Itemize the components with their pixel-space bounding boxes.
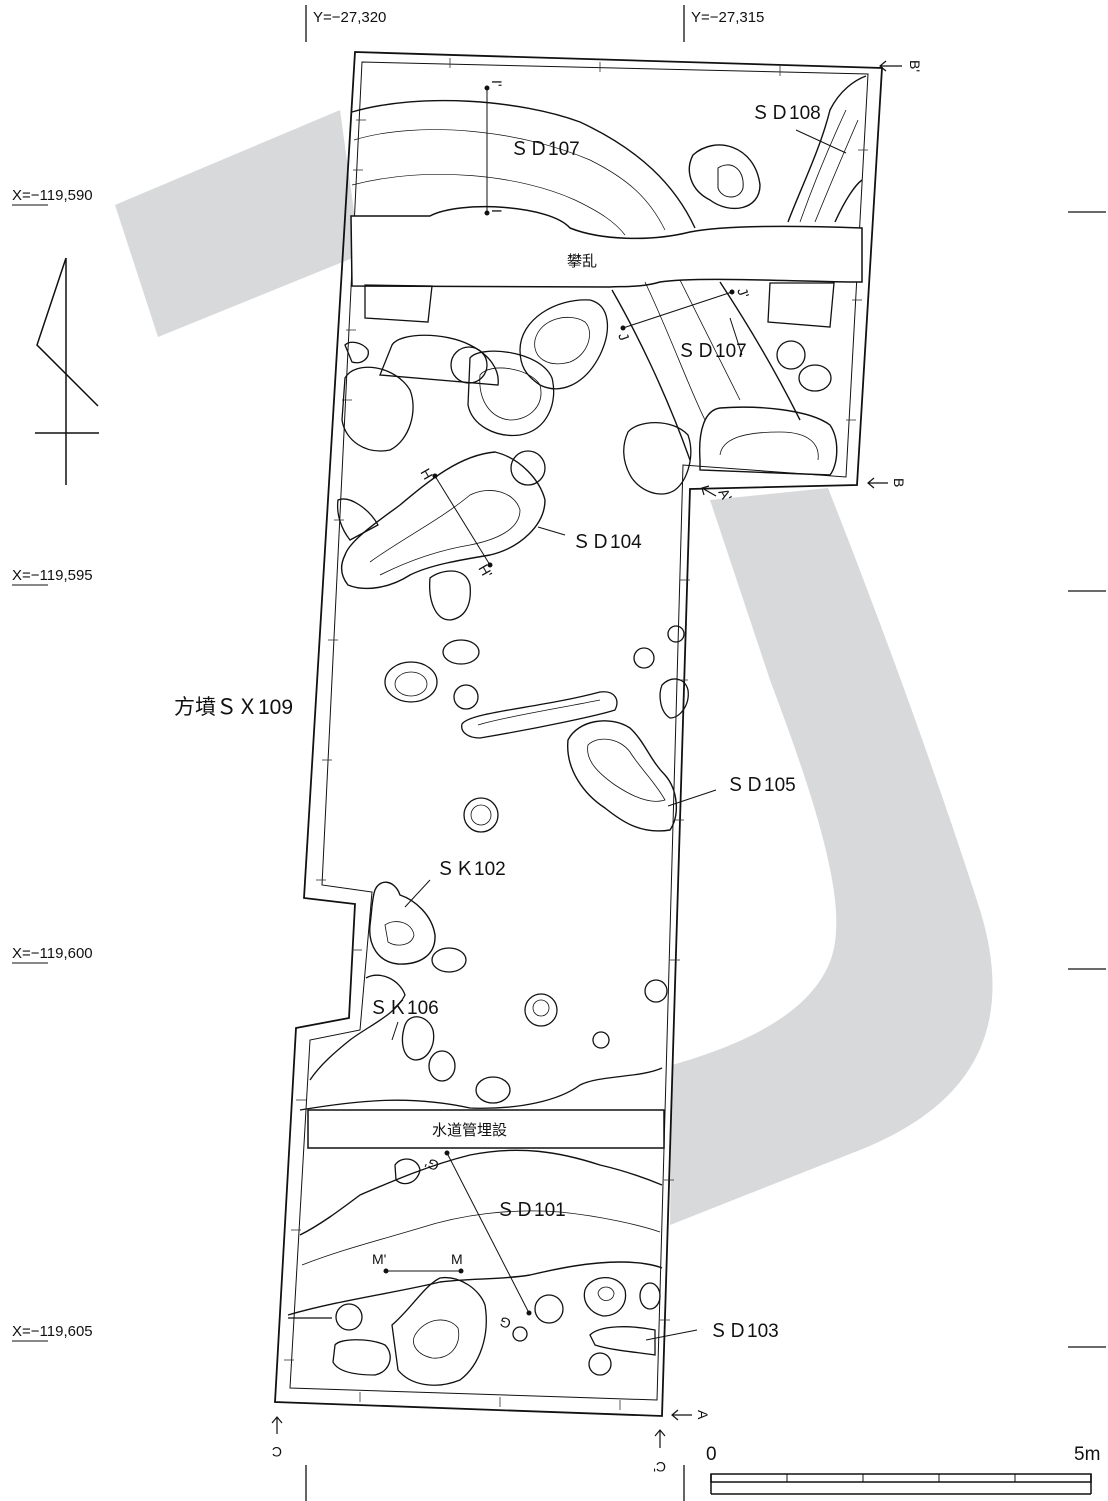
marker-c: C <box>272 1444 282 1460</box>
marker-b-prime: B' <box>907 60 923 72</box>
moat-band-east <box>670 488 993 1225</box>
ditch-sd108 <box>688 75 867 223</box>
pit-blocks-north <box>364 282 835 328</box>
marker-j: J <box>615 331 632 343</box>
section-lines <box>383 85 735 1316</box>
label-sd105: ＳＤ105 <box>726 775 796 796</box>
label-sk102: ＳＫ102 <box>436 859 506 880</box>
x-coord-label-3: X=−119,600 <box>12 945 93 962</box>
label-sd104: ＳＤ104 <box>572 532 642 553</box>
leader-lines <box>391 129 847 1341</box>
ditch-sd101 <box>287 1149 663 1316</box>
label-sd107-north: ＳＤ107 <box>510 139 580 160</box>
y-coord-label-1: Y=−27,320 <box>313 9 386 26</box>
disturbance-kakuran-box <box>350 205 863 288</box>
ditch-sd105 <box>567 720 677 832</box>
pit-sk106 <box>299 974 663 1111</box>
pit-sk102 <box>369 881 436 965</box>
label-sd108: ＳＤ108 <box>751 103 821 124</box>
marker-h-prime: H' <box>475 562 495 581</box>
section-arrows <box>271 60 902 1448</box>
marker-m: M <box>451 1251 463 1267</box>
wall-hachures <box>284 58 868 1410</box>
marker-b: B <box>891 478 907 487</box>
ditch-sd104 <box>336 451 546 621</box>
scale-end-label: 5m <box>1074 1444 1100 1465</box>
disturbance-label-kakuran: 攀乱 <box>567 253 597 270</box>
grid-lines <box>305 5 1106 1501</box>
pits-central <box>341 299 832 495</box>
label-sk106: ＳＫ106 <box>369 998 439 1019</box>
scale-start-label: 0 <box>706 1444 717 1465</box>
marker-g: G <box>497 1313 513 1332</box>
disturbance-label-pipe: 水道管埋設 <box>432 1122 507 1139</box>
x-coord-label-2: X=−119,595 <box>12 567 93 584</box>
label-sd103: ＳＤ103 <box>709 1321 779 1342</box>
x-coord-label-4: X=−119,605 <box>12 1323 93 1340</box>
label-sd107-south: ＳＤ107 <box>677 341 747 362</box>
disturbance-pipe-box <box>307 1109 665 1149</box>
scale-bar <box>710 1473 1092 1495</box>
marker-g-prime: G' <box>423 1155 441 1175</box>
north-arrow-icon <box>35 257 99 485</box>
marker-m-prime: M' <box>372 1251 386 1267</box>
label-site-name: 方墳ＳＸ109 <box>174 696 293 719</box>
marker-h: H <box>417 466 436 483</box>
label-sd101: ＳＤ101 <box>496 1200 566 1221</box>
marker-a: A <box>695 1410 711 1420</box>
marker-i-prime: I' <box>489 80 505 87</box>
marker-c-prime: C' <box>653 1459 666 1475</box>
ditch-sd107-south <box>611 279 838 476</box>
trench-outline <box>274 51 883 1417</box>
x-coord-underlines <box>12 204 48 1342</box>
marker-j-prime: J' <box>734 286 752 301</box>
pits-scattered <box>384 625 689 1104</box>
marker-i: I <box>489 209 505 213</box>
moat-band-north <box>115 110 360 337</box>
pits-south <box>288 1276 661 1386</box>
y-coord-label-2: Y=−27,315 <box>691 9 764 26</box>
x-coord-label-1: X=−119,590 <box>12 187 93 204</box>
